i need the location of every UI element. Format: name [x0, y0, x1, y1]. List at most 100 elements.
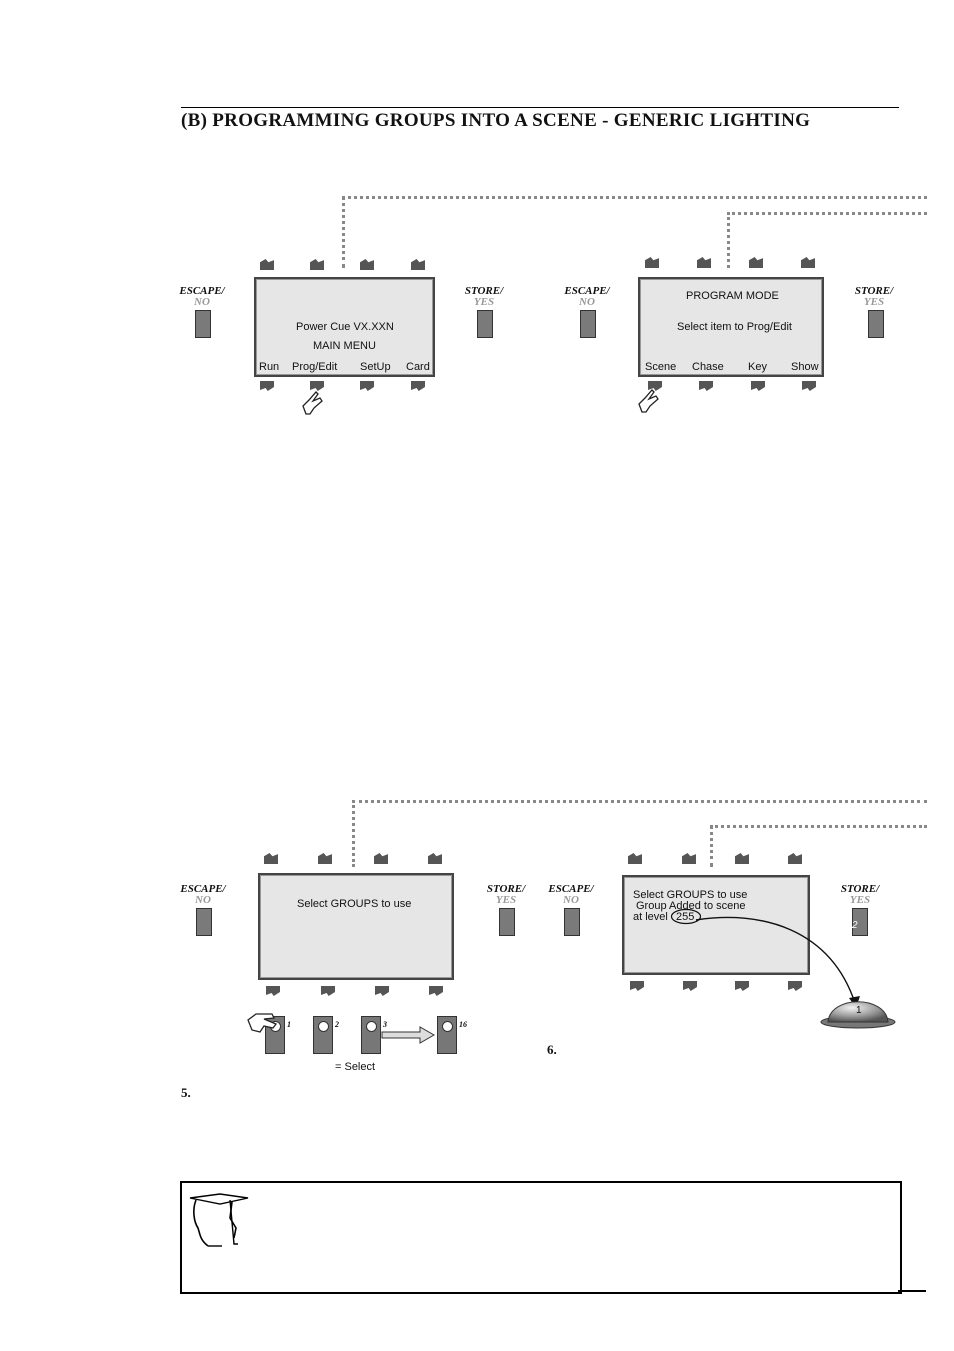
store-label: STORE/YES	[840, 883, 880, 906]
group-number-3: 3	[383, 1020, 387, 1029]
group-key-16[interactable]	[437, 1016, 457, 1054]
softkey-scene-button[interactable]	[648, 381, 662, 391]
connector-line	[352, 800, 927, 803]
softkey-top-2[interactable]	[682, 853, 696, 864]
softkey-label-setup: SetUp	[360, 361, 391, 373]
softkey-top-2[interactable]	[310, 259, 324, 270]
softkey-label-run: Run	[259, 361, 280, 373]
softkey-top-4[interactable]	[788, 853, 802, 864]
lcd-line-2: MAIN MENU	[313, 340, 376, 352]
softkey-top-3[interactable]	[360, 259, 374, 270]
store-yes-button[interactable]	[852, 908, 868, 936]
group-key-3[interactable]	[361, 1016, 381, 1054]
group-number-1: 1	[287, 1020, 291, 1029]
softkey-bottom-3[interactable]	[735, 981, 749, 991]
softkey-label-show: Show	[791, 361, 819, 373]
escape-label: ESCAPE/NO	[564, 285, 610, 308]
store-yes-button[interactable]	[477, 310, 493, 338]
header-rule	[181, 107, 899, 108]
softkey-top-4[interactable]	[411, 259, 425, 270]
lcd-line-2: Select item to Prog/Edit	[677, 321, 792, 333]
store-label: STORE/YES	[854, 285, 894, 308]
lcd-line-1: Select GROUPS to use	[633, 889, 748, 901]
softkey-key-button[interactable]	[751, 381, 765, 391]
softkey-bottom-2[interactable]	[321, 986, 335, 996]
page-title: (B) PROGRAMMING GROUPS INTO A SCENE - GE…	[181, 110, 811, 131]
softkey-top-1[interactable]	[264, 853, 278, 864]
softkey-top-2[interactable]	[697, 257, 711, 268]
note-side-rule	[898, 1290, 926, 1292]
softkey-bottom-2[interactable]	[683, 981, 697, 991]
lcd-line-1: Power Cue VX.XXN	[296, 321, 394, 333]
softkey-top-4[interactable]	[801, 257, 815, 268]
softkey-top-3[interactable]	[374, 853, 388, 864]
select-legend: = Select	[335, 1061, 376, 1073]
escape-label: ESCAPE/NO	[548, 883, 594, 906]
softkey-top-1[interactable]	[628, 853, 642, 864]
softkey-bottom-3[interactable]	[375, 986, 389, 996]
store-label: STORE/YES	[486, 883, 526, 906]
group-led	[318, 1021, 329, 1032]
connector-line	[352, 800, 355, 867]
softkey-chase-button[interactable]	[699, 381, 713, 391]
escape-no-button[interactable]	[196, 908, 212, 936]
store-yes-button[interactable]	[499, 908, 515, 936]
level-highlight-circle	[670, 908, 702, 925]
group-number-2: 2	[335, 1020, 339, 1029]
group-key-2[interactable]	[313, 1016, 333, 1054]
lcd-line-1: PROGRAM MODE	[686, 290, 779, 302]
softkey-bottom-1[interactable]	[266, 986, 280, 996]
connector-line	[710, 825, 927, 828]
softkey-top-1[interactable]	[645, 257, 659, 268]
pointing-hand-icon	[247, 1013, 278, 1033]
softkey-setup-button[interactable]	[360, 381, 374, 391]
softkey-bottom-4[interactable]	[788, 981, 802, 991]
connector-line	[710, 825, 713, 867]
pointing-hand-icon	[638, 389, 659, 413]
lcd-screen: Select GROUPS to use	[258, 873, 454, 980]
step-number-5: 5.	[181, 1085, 191, 1100]
lcd-screen: Power Cue VX.XXN MAIN MENU Run Prog/Edit…	[254, 277, 435, 377]
softkey-bottom-1[interactable]	[630, 981, 644, 991]
escape-label: ESCAPE/NO	[180, 883, 226, 906]
lcd-line-1: Select GROUPS to use	[297, 898, 412, 910]
arrow-right-icon	[381, 1026, 436, 1044]
group-led	[442, 1021, 453, 1032]
store-press-badge: 2	[852, 920, 858, 931]
softkey-label-prog-edit: Prog/Edit	[292, 361, 338, 373]
escape-no-button[interactable]	[580, 310, 596, 338]
softkey-top-4[interactable]	[428, 853, 442, 864]
level-value: 255	[676, 911, 695, 923]
dome-knob-icon	[820, 1001, 896, 1029]
escape-no-button[interactable]	[195, 310, 211, 338]
softkey-prog-edit-button[interactable]	[310, 381, 324, 391]
store-label: STORE/YES	[464, 285, 504, 308]
pointing-hand-icon	[302, 391, 323, 415]
group-led	[366, 1021, 377, 1032]
softkey-label-card: Card	[406, 361, 430, 373]
escape-no-button[interactable]	[564, 908, 580, 936]
softkey-top-2[interactable]	[318, 853, 332, 864]
softkey-label-key: Key	[748, 361, 767, 373]
lcd-line-3: at level	[633, 911, 668, 923]
softkey-show-button[interactable]	[802, 381, 816, 391]
lcd-screen: PROGRAM MODE Select item to Prog/Edit Sc…	[638, 277, 824, 377]
connector-line	[727, 212, 730, 268]
lcd-line-2: Group Added to scene	[636, 900, 746, 912]
note-box	[180, 1181, 902, 1294]
softkey-label-chase: Chase	[692, 361, 724, 373]
softkey-top-3[interactable]	[749, 257, 763, 268]
connector-line	[342, 196, 927, 199]
dome-label: 1	[856, 1005, 862, 1016]
graduate-head-icon	[189, 1193, 249, 1247]
softkey-label-scene: Scene	[645, 361, 677, 373]
softkey-bottom-4[interactable]	[429, 986, 443, 996]
softkey-run-button[interactable]	[260, 381, 274, 391]
softkey-top-1[interactable]	[260, 259, 274, 270]
connector-line	[342, 196, 345, 268]
connector-line	[727, 212, 927, 215]
softkey-top-3[interactable]	[735, 853, 749, 864]
store-yes-button[interactable]	[868, 310, 884, 338]
escape-label: ESCAPE/NO	[179, 285, 225, 308]
softkey-card-button[interactable]	[411, 381, 425, 391]
